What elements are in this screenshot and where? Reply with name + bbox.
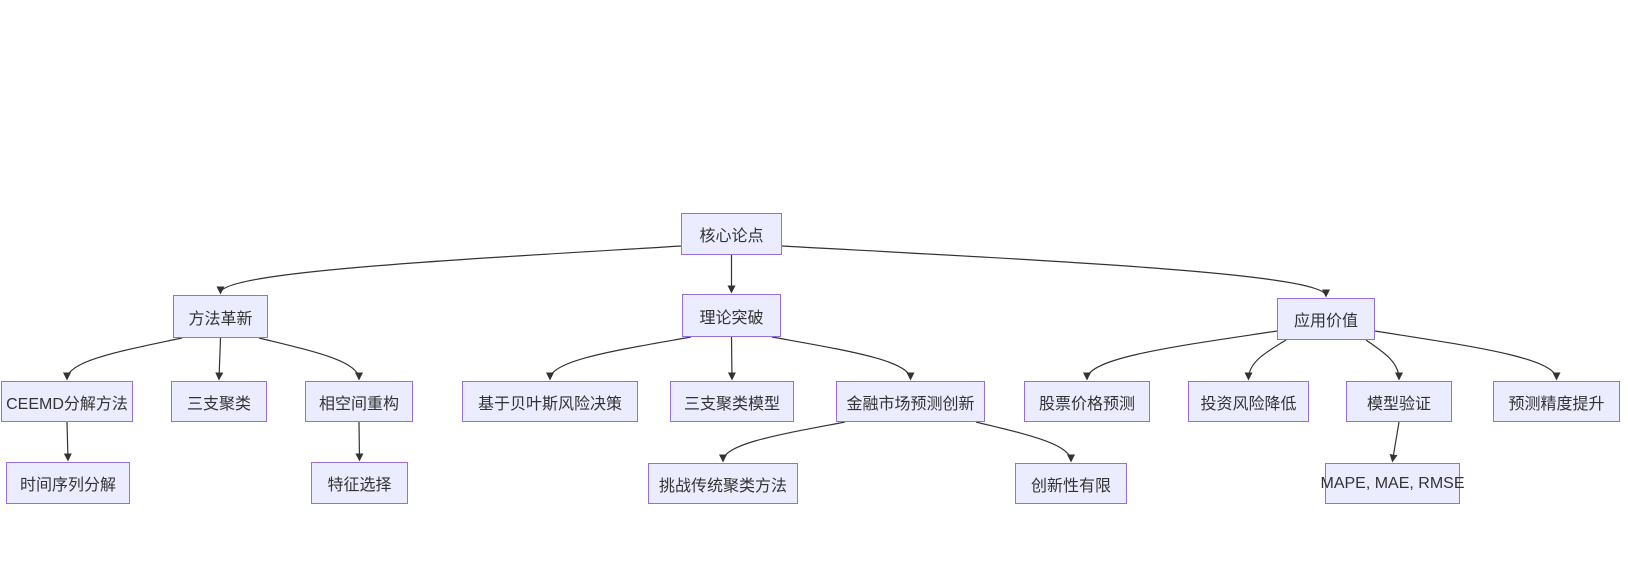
edge-core-thesis-to-application-value bbox=[781, 245, 1330, 298]
node-label-bayesian-risk-decision: 基于贝叶斯风险决策 bbox=[477, 395, 622, 413]
edge-application-value-to-stock-price-prediction bbox=[1083, 330, 1278, 381]
node-label-method-innovation: 方法革新 bbox=[188, 310, 253, 328]
edge-theory-breakthrough-to-three-way-clustering-model bbox=[727, 336, 736, 381]
node-investment-risk-reduction: 投资风险降低 bbox=[1188, 381, 1309, 422]
edge-model-validation-to-evaluation-metrics bbox=[1389, 421, 1400, 463]
node-challenge-traditional-clustering: 挑战传统聚类方法 bbox=[648, 463, 798, 504]
node-feature-selection: 特征选择 bbox=[311, 462, 408, 504]
node-label-evaluation-metrics: MAPE, MAE, RMSE bbox=[1320, 474, 1465, 492]
node-core-thesis: 核心论点 bbox=[681, 213, 782, 255]
edge-method-innovation-to-phase-space-reconstruction bbox=[258, 337, 363, 381]
node-theory-breakthrough: 理论突破 bbox=[682, 294, 781, 337]
node-limited-innovation: 创新性有限 bbox=[1015, 463, 1127, 504]
node-label-model-validation: 模型验证 bbox=[1366, 395, 1431, 413]
node-label-application-value: 应用价值 bbox=[1293, 313, 1358, 330]
node-bayesian-risk-decision: 基于贝叶斯风险决策 bbox=[462, 381, 638, 422]
node-phase-space-reconstruction: 相空间重构 bbox=[305, 381, 413, 422]
node-label-challenge-traditional-clustering: 挑战传统聚类方法 bbox=[658, 477, 787, 495]
node-three-way-clustering: 三支聚类 bbox=[171, 381, 267, 422]
node-time-series-decomposition: 时间序列分解 bbox=[6, 462, 130, 504]
node-three-way-clustering-model: 三支聚类模型 bbox=[670, 381, 794, 422]
node-label-core-thesis: 核心论点 bbox=[699, 228, 764, 245]
node-label-phase-space-reconstruction: 相空间重构 bbox=[318, 395, 399, 413]
node-label-time-series-decomposition: 时间序列分解 bbox=[19, 477, 116, 494]
node-label-financial-market-prediction-innovation: 金融市场预测创新 bbox=[846, 395, 975, 413]
edge-application-value-to-investment-risk-reduction bbox=[1244, 339, 1287, 381]
node-label-limited-innovation: 创新性有限 bbox=[1030, 477, 1111, 495]
edge-core-thesis-to-method-innovation bbox=[216, 245, 682, 295]
edge-application-value-to-prediction-accuracy-improvement bbox=[1374, 330, 1561, 381]
edge-theory-breakthrough-to-financial-market-prediction-innovation bbox=[771, 336, 915, 381]
node-application-value: 应用价值 bbox=[1277, 298, 1375, 340]
node-method-innovation: 方法革新 bbox=[173, 295, 268, 338]
node-financial-market-prediction-innovation: 金融市场预测创新 bbox=[836, 381, 985, 422]
node-label-three-way-clustering: 三支聚类 bbox=[186, 395, 251, 413]
edge-phase-space-reconstruction-to-feature-selection bbox=[355, 421, 364, 462]
edge-financial-market-prediction-innovation-to-limited-innovation bbox=[975, 421, 1075, 463]
node-label-ceemd-method: CEEMD分解方法 bbox=[6, 395, 128, 413]
node-prediction-accuracy-improvement: 预测精度提升 bbox=[1493, 381, 1620, 422]
node-model-validation: 模型验证 bbox=[1346, 381, 1452, 422]
node-label-three-way-clustering-model: 三支聚类模型 bbox=[683, 395, 780, 413]
edge-theory-breakthrough-to-bayesian-risk-decision bbox=[546, 336, 692, 381]
node-label-feature-selection: 特征选择 bbox=[327, 477, 392, 494]
node-evaluation-metrics: MAPE, MAE, RMSE bbox=[1320, 463, 1465, 504]
edge-ceemd-method-to-time-series-decomposition bbox=[63, 421, 72, 462]
node-ceemd-method: CEEMD分解方法 bbox=[1, 381, 133, 422]
edge-method-innovation-to-three-way-clustering bbox=[215, 337, 224, 381]
node-label-investment-risk-reduction: 投资风险降低 bbox=[1200, 395, 1297, 413]
edge-method-innovation-to-ceemd-method bbox=[63, 337, 183, 381]
node-stock-price-prediction: 股票价格预测 bbox=[1024, 381, 1150, 422]
node-label-theory-breakthrough: 理论突破 bbox=[699, 309, 764, 327]
node-label-stock-price-prediction: 股票价格预测 bbox=[1038, 395, 1135, 413]
edge-financial-market-prediction-innovation-to-challenge-traditional-clustering bbox=[719, 421, 846, 463]
node-label-prediction-accuracy-improvement: 预测精度提升 bbox=[1508, 395, 1605, 413]
edge-application-value-to-model-validation bbox=[1365, 339, 1403, 381]
